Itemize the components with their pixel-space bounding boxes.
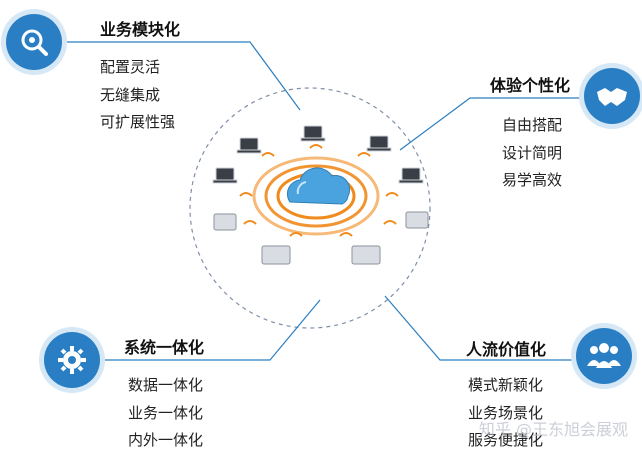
list-item: 模式新颖化 (468, 376, 544, 394)
list-item: 自由搭配 (502, 116, 563, 134)
list-item: 配置灵活 (100, 58, 161, 76)
section-list-modular: 配置灵活 无缝集成 可扩展性强 (100, 54, 175, 137)
wifi-signals (239, 144, 399, 237)
connector-bottom-right (384, 295, 580, 361)
list-item: 业务一体化 (128, 403, 204, 422)
signal-rings (252, 156, 380, 236)
handshake-icon (584, 68, 640, 124)
connector-bottom-left (92, 299, 321, 361)
list-item: 设计简明 (502, 143, 563, 162)
search-gear-icon (6, 14, 62, 70)
list-item: 易学高效 (502, 171, 563, 189)
section-list-value: 模式新颖化 业务场景化 服务便捷化 (468, 372, 543, 455)
section-title-integration: 系统一体化 (124, 338, 205, 357)
list-item: 无缝集成 (100, 85, 161, 104)
phone-icon (213, 211, 429, 265)
connector-top-right (399, 97, 588, 151)
list-item: 业务场景化 (468, 403, 544, 422)
section-title-personalized: 体验个性化 (490, 76, 571, 95)
section-title-value: 人流价值化 (466, 340, 547, 359)
dashed-orbit (189, 87, 431, 329)
cloud-network-illustration (212, 125, 429, 265)
list-item: 可扩展性强 (100, 113, 176, 131)
list-item: 内外一体化 (128, 431, 204, 449)
laptop-icon (212, 125, 424, 184)
list-item: 数据一体化 (128, 376, 204, 394)
watermark: 知乎 @王东旭会展观 (478, 420, 628, 439)
section-title-modular: 业务模块化 (100, 20, 181, 39)
list-item: 服务便捷化 (468, 431, 544, 449)
people-group-icon (576, 328, 632, 384)
cloud-icon (286, 167, 351, 205)
connector-top-left (55, 41, 301, 111)
section-list-personalized: 自由搭配 设计简明 易学高效 (502, 112, 562, 195)
gear-icon (44, 332, 100, 388)
section-list-integration: 数据一体化 业务一体化 内外一体化 (128, 372, 203, 455)
